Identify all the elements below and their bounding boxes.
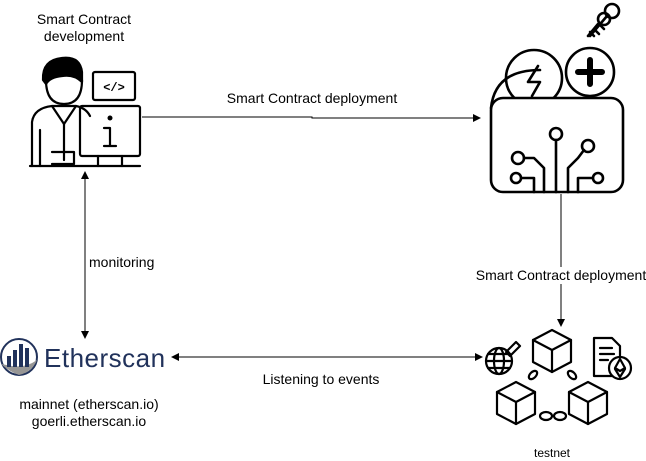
etherscan-label-line2: goerli.etherscan.io bbox=[31, 413, 147, 429]
edge-label-wallet-to-testnet: Smart Contract deployment bbox=[475, 267, 646, 284]
blockchain-network-icon bbox=[484, 328, 633, 426]
developer-label-line1: Smart Contract bbox=[36, 11, 132, 27]
svg-text:</>: </> bbox=[103, 81, 125, 95]
edge-label-monitoring: monitoring bbox=[89, 254, 155, 271]
etherscan-logo bbox=[0, 338, 38, 376]
developer-label-line2: development bbox=[43, 28, 125, 44]
edge-label-listening: Listening to events bbox=[262, 371, 380, 388]
crypto-wallet-with-keys-icon bbox=[489, 2, 625, 194]
etherscan-label-line1: mainnet (etherscan.io) bbox=[19, 396, 159, 412]
etherscan-label: mainnet (etherscan.io) goerli.etherscan.… bbox=[19, 396, 158, 430]
etherscan-logo-text: Etherscan bbox=[44, 343, 166, 373]
edge-label-dev-to-wallet: Smart Contract deployment bbox=[226, 90, 398, 107]
developer-label: Smart Contract development bbox=[37, 11, 131, 45]
developer-at-computer-icon: </> bbox=[28, 56, 142, 168]
edge-dev-to-wallet bbox=[142, 114, 481, 122]
testnet-label: testnet bbox=[533, 446, 571, 460]
